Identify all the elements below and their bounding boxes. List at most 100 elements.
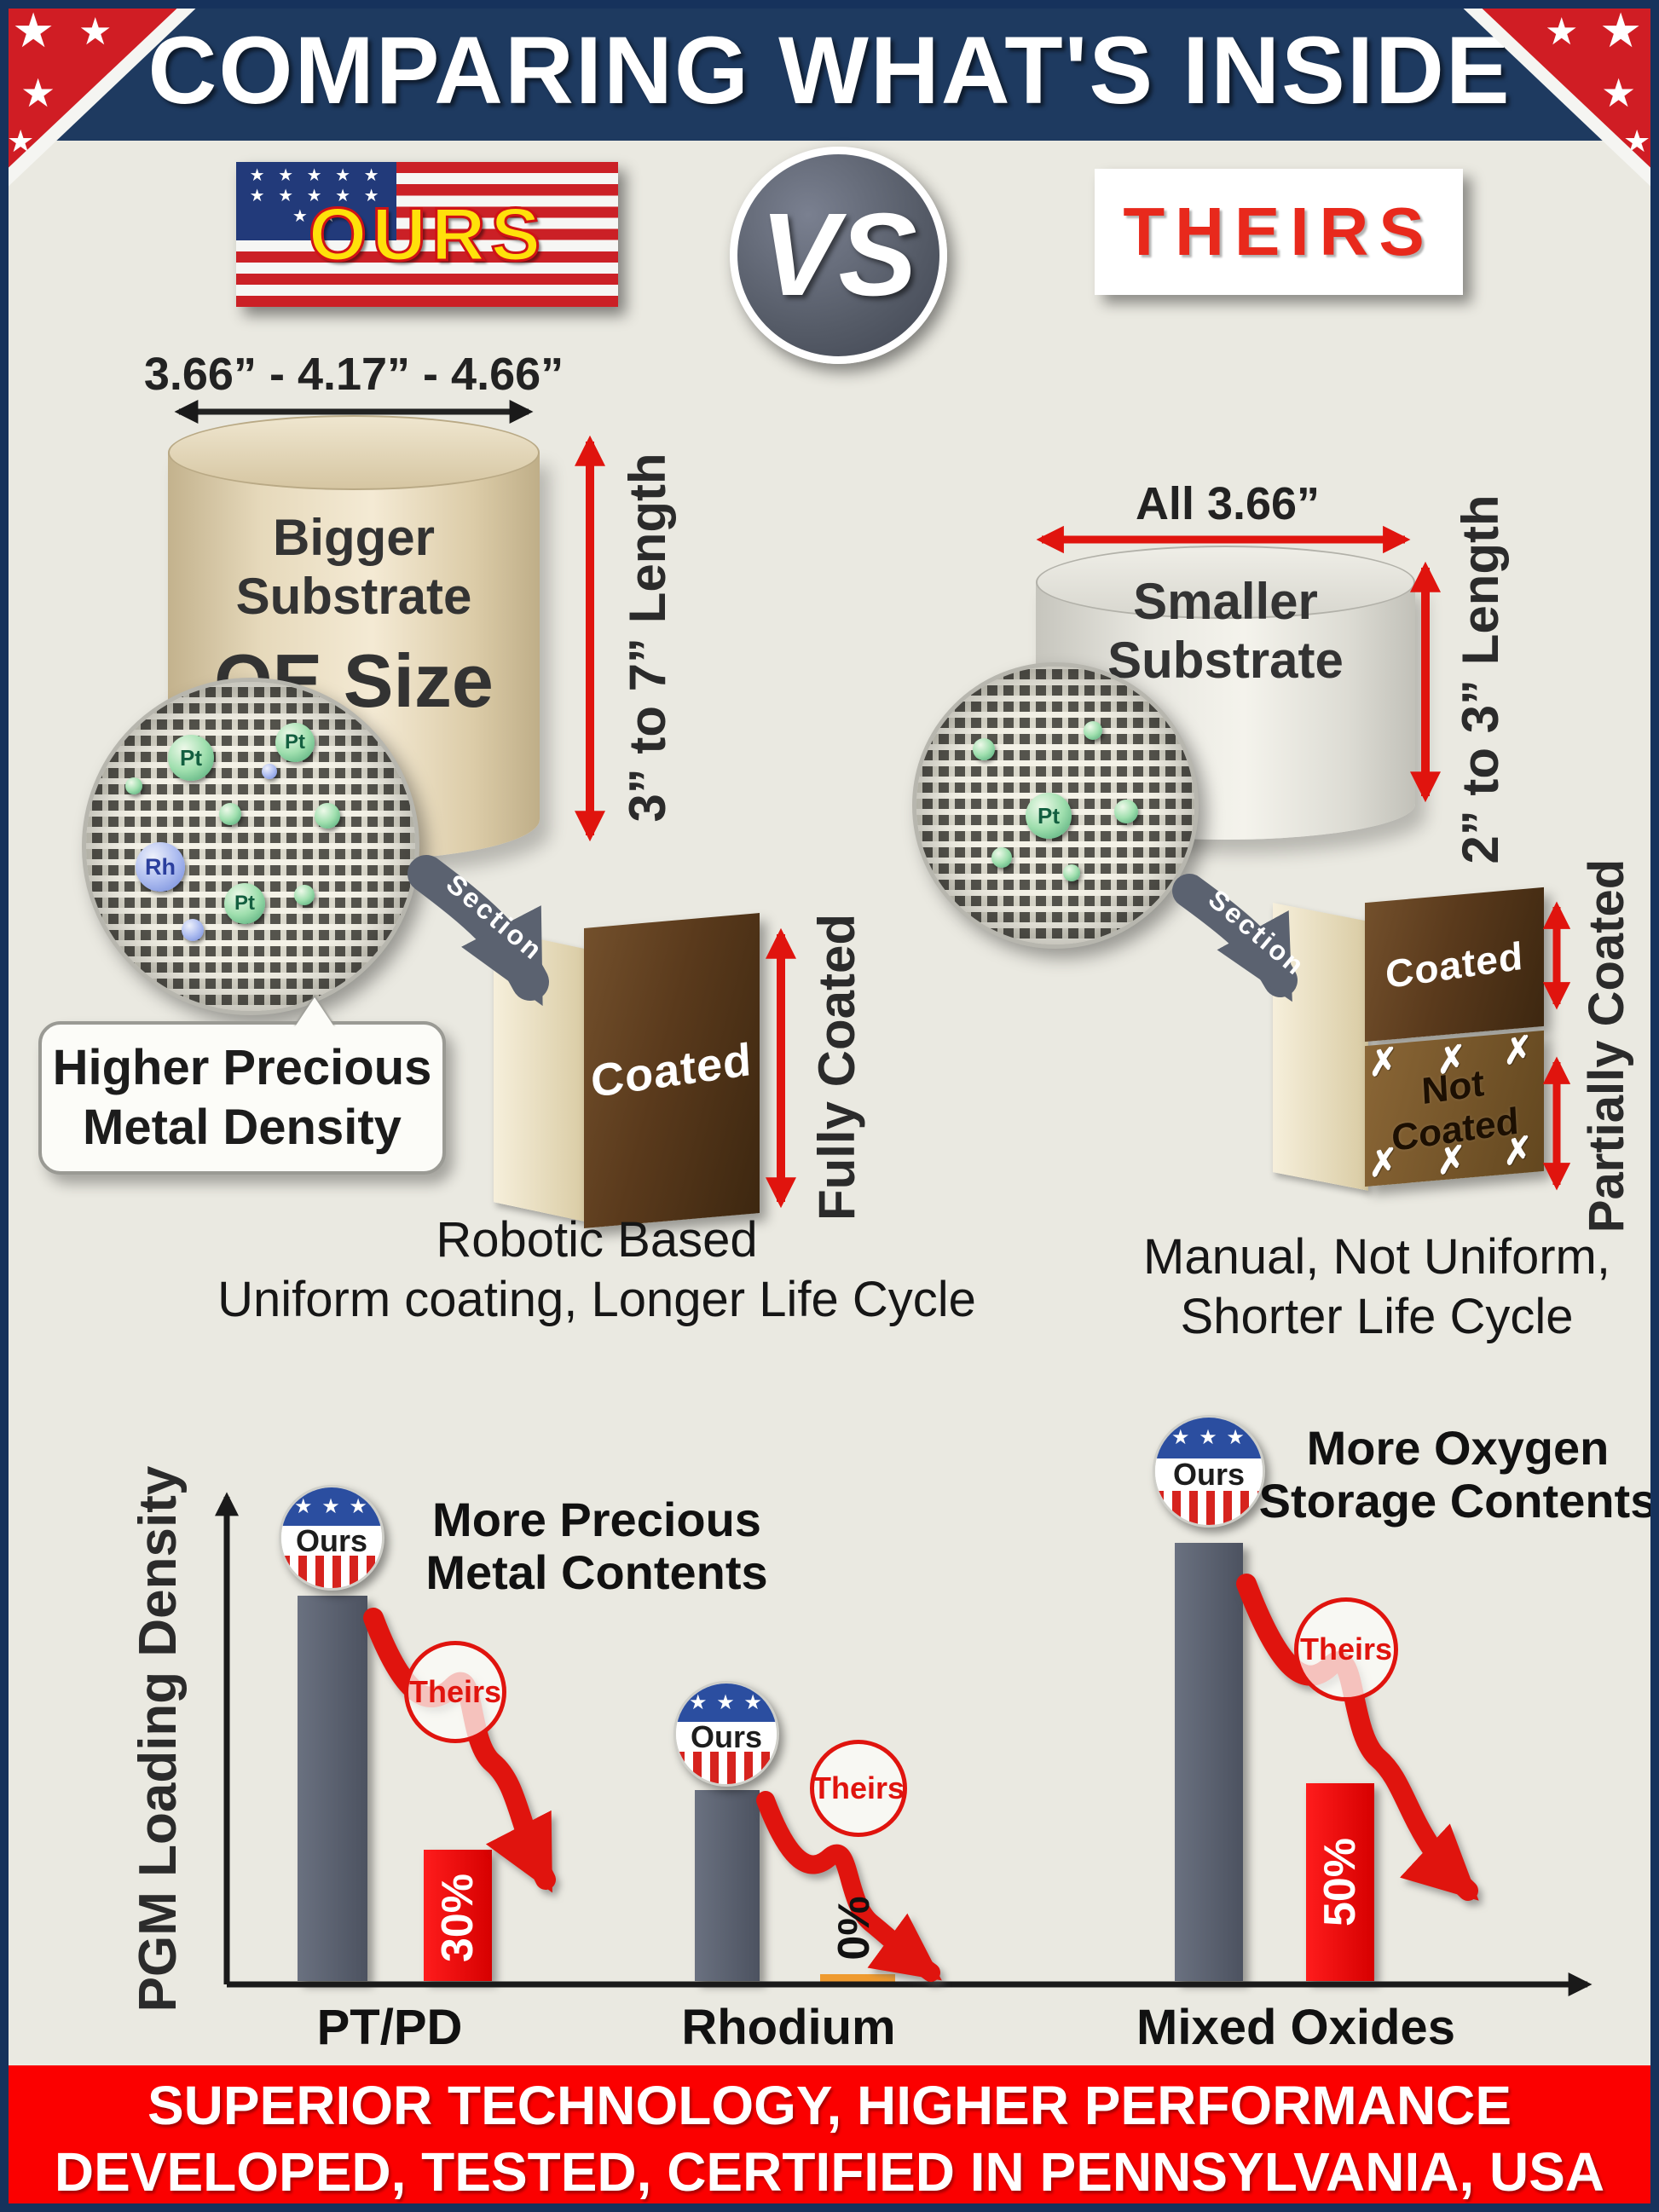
particle: [125, 777, 142, 794]
bar-ours-rhodium: [695, 1790, 760, 1981]
coated-label: Coated: [1384, 933, 1525, 996]
ours-caption-line1: Robotic Based: [436, 1212, 758, 1268]
roundel-label: Ours: [1155, 1457, 1263, 1492]
annotation-oxygen-storage: More Oxygen Storage Contents: [1253, 1422, 1659, 1528]
particle: [973, 738, 995, 760]
roundel-stars: ★ ★ ★: [281, 1487, 382, 1526]
roundel-label: Ours: [281, 1523, 382, 1558]
star-icon: ★: [1545, 11, 1579, 53]
bar-theirs-rhodium: [820, 1974, 895, 1983]
ours-coated-block: Coated: [494, 912, 775, 1236]
theirs-value-rhodium: 0%: [830, 1896, 879, 1961]
block-side-face: [494, 929, 587, 1222]
theirs-substrate-line2: Substrate: [1107, 632, 1344, 689]
footer-banner: SUPERIOR TECHNOLOGY, HIGHER PERFORMANCE …: [0, 2065, 1659, 2212]
theirs-substrate-cylinder-top: [1036, 546, 1415, 619]
theirs-circle-rhodium: Theirs: [810, 1740, 907, 1837]
annotation-precious-metal: More Precious Metal Contents: [384, 1493, 810, 1599]
particle: [1063, 864, 1080, 881]
theirs-label: THEIRS: [1123, 193, 1435, 269]
annotation-line: Storage Contents: [1258, 1474, 1657, 1528]
ours-roundel-rhodium: ★ ★ ★ Ours: [673, 1681, 779, 1787]
theirs-caption-line2: Shorter Life Cycle: [1180, 1289, 1574, 1344]
star-icon: ★: [12, 3, 55, 57]
category-ptpd: PT/PD: [316, 2000, 463, 2055]
roundel-stripes: [281, 1556, 382, 1588]
ours-caption-line2: Uniform coating, Longer Life Cycle: [217, 1272, 976, 1327]
theirs-badge: THEIRS: [1095, 169, 1463, 295]
star-icon: ★: [1599, 3, 1643, 57]
partially-coated-label: Partially Coated: [1579, 858, 1634, 1233]
theirs-length-label: 2” to 3” Length: [1452, 494, 1509, 864]
ours-diameter-dimension: 3.66” - 4.17” - 4.66”: [143, 349, 564, 400]
category-rhodium: Rhodium: [681, 2000, 896, 2055]
category-mixed-oxides: Mixed Oxides: [1136, 2000, 1455, 2055]
theirs-circle-mixed-oxides: Theirs: [1294, 1597, 1398, 1701]
theirs-diameter-dimension: All 3.66”: [1135, 478, 1321, 529]
particle: [1114, 800, 1138, 823]
vs-badge: VS: [730, 147, 947, 364]
ours-caption: Robotic Based Uniform coating, Longer Li…: [196, 1210, 997, 1330]
star-icon: ★: [1601, 71, 1637, 115]
roundel-stripes: [1155, 1490, 1263, 1525]
ours-substrate-line1: Bigger: [272, 509, 436, 566]
particle: [219, 803, 241, 825]
theirs-coated-block: Coated ✗ ✗ ✗ ✗ ✗ ✗ Not Coated: [1273, 887, 1563, 1202]
block-front-face: Coated: [584, 912, 760, 1229]
star-icon: ★: [78, 11, 113, 53]
theirs-circle-ptpd: Theirs: [404, 1641, 506, 1743]
particle: [182, 919, 204, 941]
footer-line1: SUPERIOR TECHNOLOGY, HIGHER PERFORMANCE: [147, 2075, 1512, 2136]
theirs-caption-line1: Manual, Not Uniform,: [1143, 1229, 1610, 1285]
ours-flag-badge: ★ ★ ★ ★ ★ ★ ★ ★ ★ ★ ★ ★ OURS: [236, 162, 618, 307]
theirs-value-mixed-oxides: 50%: [1315, 1837, 1365, 1927]
roundel-stripes: [676, 1752, 777, 1784]
particle-pt: Pt: [1026, 793, 1072, 839]
particle: [991, 847, 1012, 868]
annotation-line: More Oxygen: [1306, 1421, 1610, 1475]
callout-tail: [294, 997, 335, 1028]
bar-ours-mixed-oxides: [1175, 1543, 1243, 1981]
coated-label: Coated: [590, 1033, 754, 1108]
roundel-label: Ours: [676, 1719, 777, 1754]
particle: [262, 764, 277, 779]
bar-ours-ptpd: [298, 1596, 367, 1981]
annotation-line: More Precious: [432, 1493, 761, 1546]
roundel-stars: ★ ★ ★: [1155, 1418, 1263, 1458]
page-title: COMPARING WHAT'S INSIDE: [147, 17, 1512, 124]
theirs-substrate-magnifier: Pt: [912, 662, 1199, 949]
particle-pt: Pt: [224, 883, 265, 924]
not-coated-label: Not Coated: [1389, 1057, 1520, 1159]
particle-pt: Pt: [168, 735, 214, 781]
callout-line1: Higher Precious: [52, 1040, 432, 1095]
precious-metal-density-callout: Higher Precious Metal Density: [38, 997, 446, 1175]
theirs-value-ptpd: 30%: [433, 1873, 483, 1963]
ours-label: OURS: [307, 191, 546, 278]
flag-canton: ★ ★ ★ ★ ★ ★ ★ ★ ★ ★ ★ ★: [236, 162, 397, 240]
vs-label: VS: [760, 189, 917, 321]
footer-line2: DEVELOPED, TESTED, CERTIFIED IN PENNSYLV…: [54, 2141, 1605, 2203]
ours-length-label: 3” to 7” Length: [619, 453, 676, 823]
particle-rh: Rh: [136, 842, 185, 892]
particle: [315, 803, 340, 829]
fully-coated-label: Fully Coated: [808, 913, 865, 1222]
theirs-caption: Manual, Not Uniform, Shorter Life Cycle: [1006, 1227, 1659, 1347]
particle: [294, 885, 315, 905]
particle: [1084, 721, 1102, 740]
ours-roundel-mixed-oxides: ★ ★ ★ Ours: [1153, 1415, 1265, 1528]
roundel-stars: ★ ★ ★: [676, 1684, 777, 1722]
ours-roundel-ptpd: ★ ★ ★ Ours: [279, 1485, 384, 1591]
ours-substrate-cylinder-top: [168, 415, 540, 490]
theirs-substrate-line1: Smaller: [1133, 573, 1318, 630]
ours-substrate-line2: Substrate: [235, 568, 472, 625]
annotation-line: Metal Contents: [425, 1545, 768, 1599]
particle-pt: Pt: [275, 723, 315, 762]
theirs-substrate-text: Smaller Substrate: [1036, 572, 1415, 690]
block-front-coated: Coated: [1365, 887, 1544, 1042]
ours-substrate-magnifier: Pt Pt Rh Pt: [82, 678, 419, 1015]
header-banner: COMPARING WHAT'S INSIDE: [0, 0, 1659, 141]
star-icon: ★: [20, 71, 56, 115]
block-front-not-coated: ✗ ✗ ✗ ✗ ✗ ✗ Not Coated: [1365, 1030, 1544, 1187]
chart-y-axis-label: PGM Loading Density: [129, 1465, 188, 2013]
